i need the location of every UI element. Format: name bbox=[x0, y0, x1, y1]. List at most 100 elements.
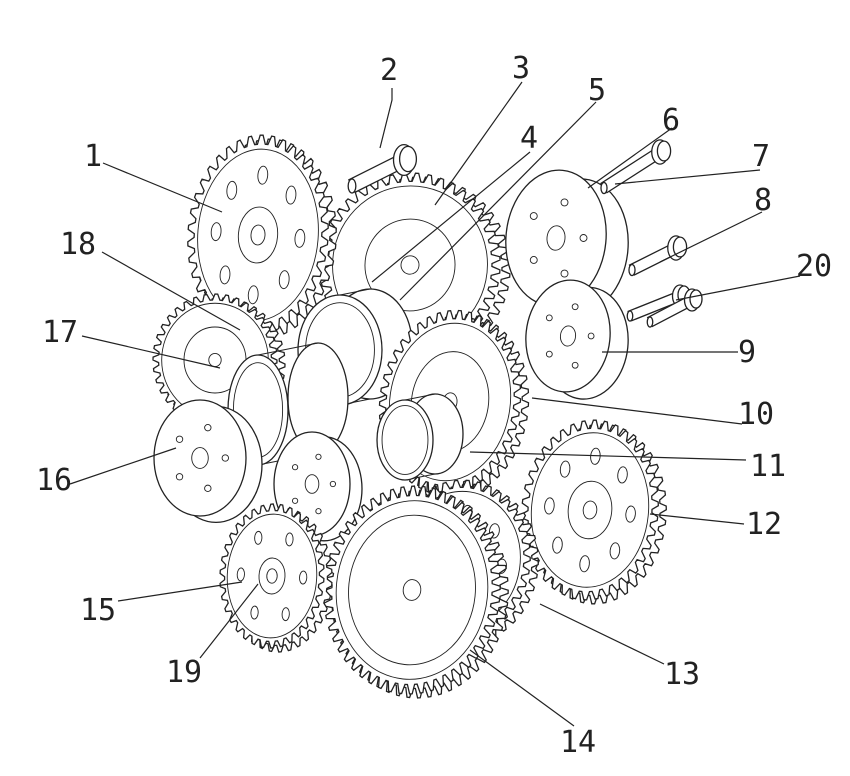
sleeve-17 bbox=[227, 342, 349, 466]
callout-18: 18 bbox=[60, 227, 96, 262]
leader-11 bbox=[469, 451, 747, 461]
hub-mid bbox=[273, 431, 363, 542]
callout-7: 7 bbox=[752, 139, 770, 174]
plate-9-face bbox=[525, 279, 611, 393]
leader-8 bbox=[659, 211, 763, 263]
plate-6-hole bbox=[560, 269, 569, 278]
disc-16-hole bbox=[175, 473, 184, 481]
leader-1 bbox=[102, 162, 223, 213]
gear-15-hole bbox=[254, 530, 263, 545]
disc-16-hole bbox=[175, 435, 184, 443]
hub-mid-hole bbox=[329, 480, 337, 488]
gear-14-hub bbox=[348, 514, 476, 666]
gear-12-hole bbox=[609, 542, 621, 560]
plate-6-hole bbox=[560, 198, 569, 207]
gear-1-hub bbox=[237, 206, 279, 264]
gear-14-bore bbox=[402, 579, 422, 601]
bolt-20b-head-top bbox=[689, 289, 703, 309]
hub-mid-hole bbox=[315, 508, 322, 515]
gear-12-hole bbox=[559, 460, 571, 478]
gear-15-hole bbox=[285, 532, 294, 547]
gear-12-hole bbox=[552, 536, 563, 554]
gear-14 bbox=[323, 485, 509, 699]
gear-1-hole bbox=[247, 285, 259, 305]
hub-mid-hole bbox=[291, 464, 299, 471]
gear-15-hub bbox=[258, 557, 286, 595]
disc-16-hole bbox=[221, 454, 229, 462]
leader-18 bbox=[101, 251, 241, 331]
gear-12-hole bbox=[544, 497, 555, 515]
callout-10: 10 bbox=[738, 397, 774, 432]
leader-7 bbox=[614, 169, 761, 185]
ring-11-inner bbox=[381, 405, 429, 475]
leader-6 bbox=[587, 127, 673, 189]
leader-4 bbox=[371, 151, 531, 283]
callout-2: 2 bbox=[380, 53, 398, 88]
gear-10-rim bbox=[388, 322, 512, 482]
plate-9-hole bbox=[587, 332, 595, 340]
gear-1-hole bbox=[278, 270, 290, 290]
leader-19 bbox=[199, 583, 259, 659]
parts-layer bbox=[152, 134, 703, 699]
bolt-8 bbox=[628, 235, 688, 277]
leader-13 bbox=[539, 603, 665, 665]
gear-15-bore bbox=[266, 568, 278, 584]
leader-20 bbox=[675, 275, 801, 301]
gear-1-teeth bbox=[187, 134, 329, 336]
leader-5 bbox=[399, 101, 597, 301]
leader-2 bbox=[379, 88, 393, 149]
disc-16-bore bbox=[191, 447, 209, 469]
gear-12-hole bbox=[579, 555, 590, 573]
gear-15-hole bbox=[281, 607, 290, 622]
hub-mid-hole bbox=[291, 497, 299, 504]
disc-16 bbox=[153, 399, 263, 524]
callout-19: 19 bbox=[166, 655, 202, 690]
callout-labels: 1 2 3 4 5 6 7 8 9 10 11 12 13 14 15 16 1… bbox=[36, 51, 832, 760]
bolt-7 bbox=[600, 139, 672, 195]
plate-6 bbox=[505, 169, 629, 316]
plate-6-bore bbox=[546, 225, 566, 251]
disc-16-hole bbox=[204, 423, 212, 432]
gear-1-hole bbox=[219, 265, 231, 285]
leader-16 bbox=[69, 447, 177, 485]
gear-15-teeth bbox=[219, 503, 325, 649]
callout-16: 16 bbox=[36, 463, 72, 498]
callout-4: 4 bbox=[520, 121, 538, 156]
gear-12-hub bbox=[567, 480, 613, 540]
gear-1-hole bbox=[257, 165, 269, 185]
gear-3-bore bbox=[400, 255, 420, 275]
gear-12-hole bbox=[625, 505, 636, 523]
leader-3 bbox=[434, 81, 523, 206]
bolt-2-head-top bbox=[398, 145, 418, 173]
ring-11-near bbox=[376, 399, 434, 481]
callout-5: 5 bbox=[588, 73, 606, 108]
callout-11: 11 bbox=[750, 449, 786, 484]
bolt-8-head-top bbox=[672, 236, 688, 258]
leader-15 bbox=[117, 581, 243, 602]
leader-17 bbox=[81, 335, 221, 369]
callout-12: 12 bbox=[746, 507, 782, 542]
gear-12 bbox=[521, 419, 667, 605]
gear-12-rim bbox=[530, 432, 650, 588]
plate-6-hole bbox=[529, 212, 538, 220]
callout-8: 8 bbox=[754, 183, 772, 218]
plate-9-hole bbox=[545, 350, 553, 358]
gear-12-hole bbox=[617, 466, 628, 484]
bolt-20a-tip bbox=[626, 310, 634, 322]
bolt-7-tip bbox=[600, 181, 608, 195]
gear-1-hole bbox=[294, 228, 306, 248]
plate-9-hole bbox=[545, 314, 553, 322]
leader-12 bbox=[649, 513, 745, 525]
bolt-2 bbox=[347, 143, 418, 194]
callout-15: 15 bbox=[80, 593, 116, 628]
plate-9-hole bbox=[571, 361, 579, 369]
gear-1-hole bbox=[210, 222, 222, 242]
gear-1-bore bbox=[250, 224, 266, 246]
bolt-20b bbox=[646, 288, 703, 328]
gear-12-teeth bbox=[521, 419, 659, 601]
ring-11 bbox=[376, 393, 464, 481]
disc-16-face bbox=[153, 399, 247, 517]
plate-6-hole bbox=[529, 256, 538, 264]
gear-1-hole bbox=[226, 180, 238, 200]
leader-14 bbox=[469, 649, 575, 727]
